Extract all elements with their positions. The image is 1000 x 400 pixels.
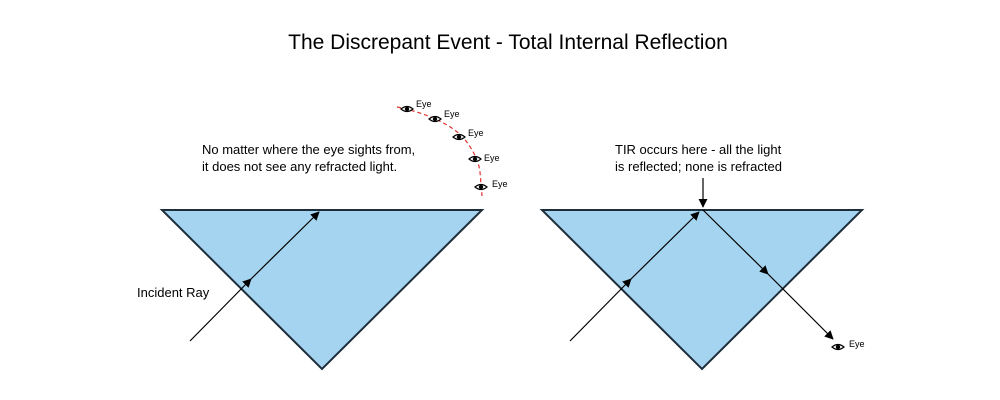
eye-label: Eye — [468, 128, 484, 138]
eye-label: Eye — [492, 179, 508, 189]
incident-ray-label: Incident Ray — [137, 285, 210, 300]
eye-label: Eye — [444, 109, 460, 119]
left-note-line-1: No matter where the eye sights from, — [202, 142, 415, 157]
right-exit-ray — [767, 273, 834, 340]
eye-icon — [452, 133, 466, 141]
right-panel: TIR occurs here - all the light is refle… — [539, 142, 865, 371]
eye-icon — [400, 105, 414, 113]
left-incident-ray — [189, 278, 252, 342]
left-prism — [159, 209, 485, 371]
eye-label: Eye — [849, 339, 865, 349]
left-note-line-2: it does not see any refracted light. — [202, 159, 397, 174]
right-note-line-1: TIR occurs here - all the light — [615, 142, 782, 157]
eye-icon — [474, 183, 488, 191]
left-internal-ray — [250, 211, 320, 280]
right-internal-ray — [630, 211, 700, 280]
eye-icon — [831, 343, 845, 351]
eye-icon — [428, 115, 442, 123]
right-reflected-ray — [702, 209, 769, 275]
right-incident-ray — [569, 278, 632, 342]
eye-icon — [468, 155, 482, 163]
eye-label: Eye — [484, 153, 500, 163]
diagram-title: The Discrepant Event - Total Internal Re… — [288, 31, 728, 54]
eye-label: Eye — [416, 99, 432, 109]
right-note-line-2: is reflected; none is refracted — [615, 159, 782, 174]
right-prism — [539, 209, 865, 371]
left-panel: Incident Ray No matter where the eye sig… — [137, 99, 508, 371]
